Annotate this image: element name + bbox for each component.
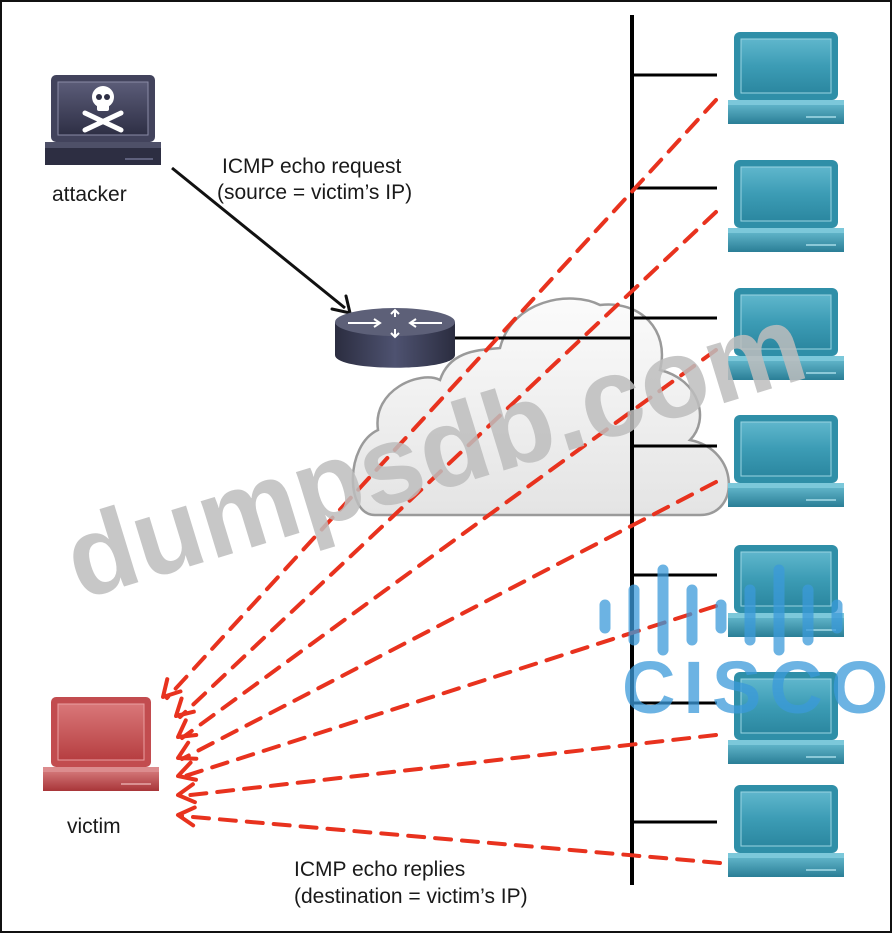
amplifier-laptop [728,672,844,764]
request-label-line2: (source = victim’s IP) [217,181,413,204]
arrowhead-icon [161,677,183,699]
reply-arrow [176,604,718,782]
reply-arrow [174,210,718,719]
arrowhead-icon [176,782,197,805]
reply-arrow [161,98,718,700]
replies-label-line2: (destination = victim’s IP) [294,885,528,908]
amplifier-laptop [728,32,844,124]
arrowhead-icon [174,696,196,718]
reply-arrow [176,733,718,805]
victim-laptop [43,697,159,791]
request-label-line1: ICMP echo request [222,155,402,178]
icmp-echo-replies [161,98,722,865]
amplifier-laptop [728,545,844,637]
arrowhead-icon [176,718,199,739]
attacker-laptop [45,75,161,165]
reply-arrow [176,805,722,865]
amplifier-laptop [728,415,844,507]
amplifier-laptop [728,785,844,877]
arrowhead-icon [176,805,197,828]
router-arrows-icon [348,308,442,339]
cisco-logo-watermark: CISCO [599,564,892,729]
lan-stubs [632,73,717,824]
network-cloud [351,297,731,517]
arrowhead-icon [176,740,199,761]
amplifier-laptop [728,160,844,252]
attacker-label: attacker [52,183,127,206]
icmp-echo-request-arrow [171,166,352,315]
svg-text:CISCO: CISCO [622,646,892,729]
victim-label: victim [67,815,121,838]
reply-arrow [176,348,718,740]
reply-arrow [176,480,718,761]
amplifier-laptop [728,288,844,380]
replies-label-line1: ICMP echo replies [294,858,466,881]
skull-crossbones-icon [82,86,124,133]
arrowhead-icon [176,760,198,782]
router [335,308,455,368]
